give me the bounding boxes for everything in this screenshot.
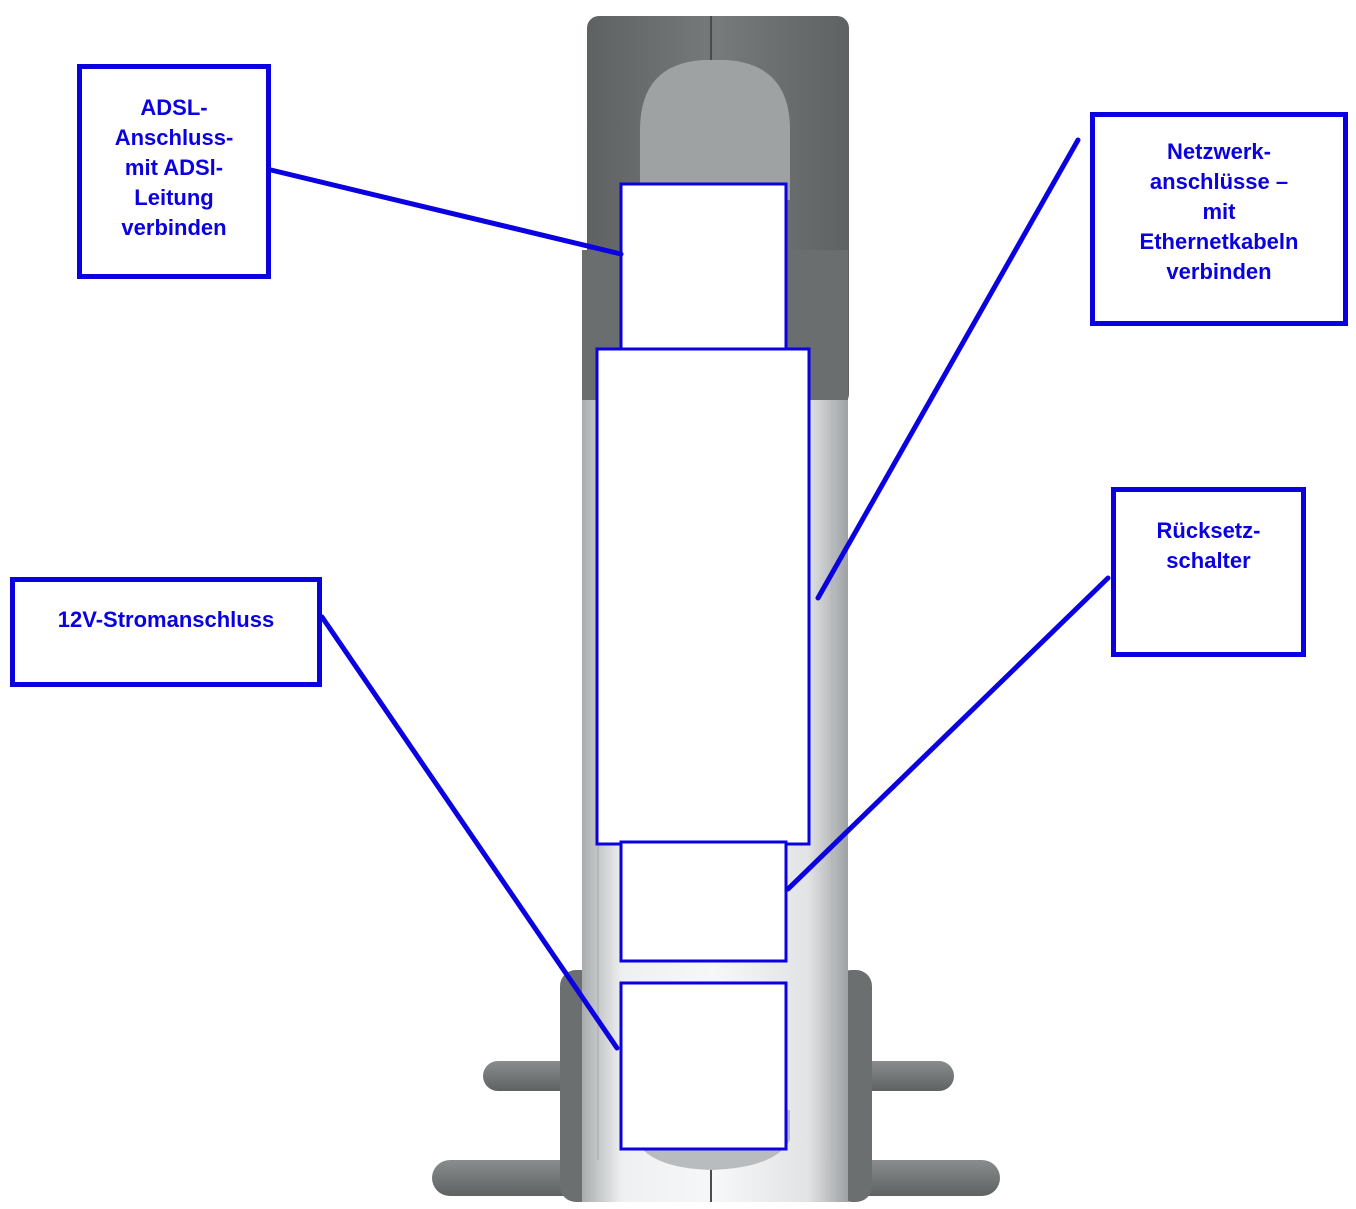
callout-reset-switch: Rücksetz- schalter: [1111, 487, 1306, 657]
leader-line-reset: [785, 575, 1111, 892]
leader-line-network: [815, 137, 1081, 601]
callout-adsl-port: ADSL- Anschluss- mit ADSl- Leitung verbi…: [77, 64, 271, 279]
router-top-arch: [640, 60, 790, 200]
reset-switch-box: [619, 840, 788, 963]
leader-line-adsl: [268, 167, 624, 257]
leader-line-power: [319, 614, 620, 1051]
callout-network-ports: Netzwerk- anschlüsse – mit Ethernetkabel…: [1090, 112, 1348, 326]
network-ports-box: [595, 347, 811, 846]
adsl-port-box: [619, 182, 788, 356]
port-placeholders: [595, 182, 811, 1151]
power-port-box: [619, 981, 788, 1151]
callout-power-port: 12V-Stromanschluss: [10, 577, 322, 687]
leader-lines: [268, 137, 1111, 1051]
